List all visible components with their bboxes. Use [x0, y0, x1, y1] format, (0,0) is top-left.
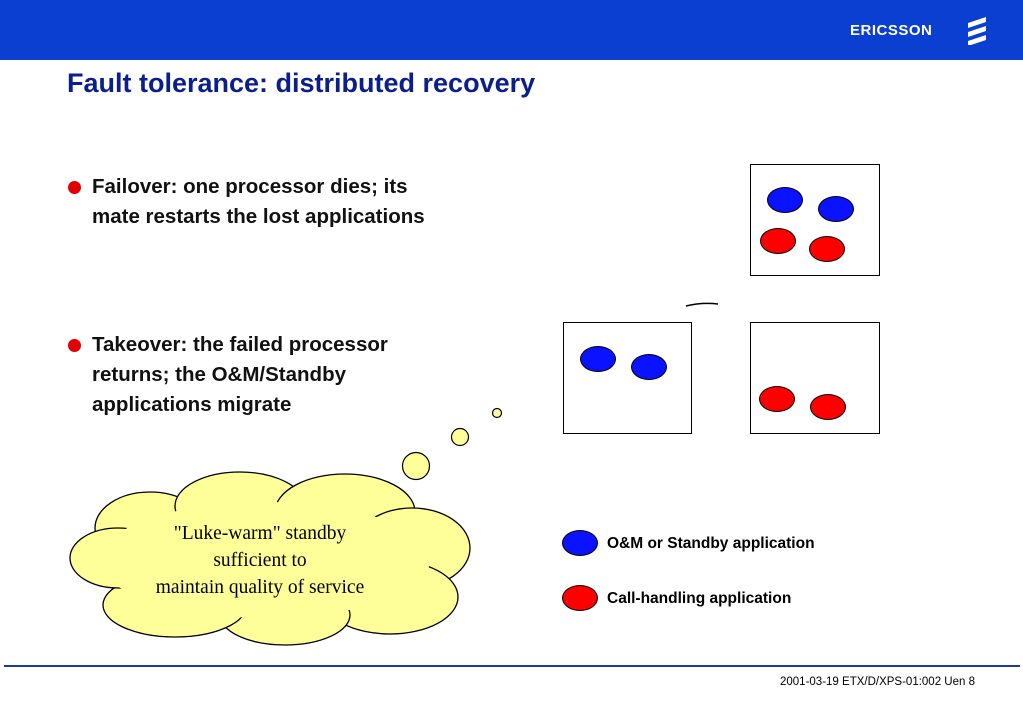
cloud-caption-line: maintain quality of service	[155, 577, 365, 598]
cloud-caption-line: sufficient to	[213, 550, 307, 571]
thought-bubble-small	[491, 407, 503, 419]
bullet-line: Failover: one processor dies; its	[92, 175, 408, 198]
legend-swatch-om-standby	[562, 530, 598, 556]
ericsson-logo-icon	[968, 17, 986, 45]
legend-swatch-call-handling	[562, 585, 598, 611]
call-handling-app-marker	[760, 228, 796, 254]
om-standby-app-marker	[818, 196, 854, 222]
bullet-line: returns; the O&M/Standby	[92, 363, 346, 386]
legend-label-om-standby: O&M or Standby application	[607, 535, 815, 552]
call-handling-app-marker	[809, 236, 845, 262]
bullet-line: Takeover: the failed processor	[92, 333, 388, 356]
thought-bubble-large	[401, 451, 431, 481]
om-standby-app-marker	[580, 346, 616, 372]
cloud-caption: "Luke-warm" standby sufficient to mainta…	[110, 520, 410, 601]
bullet-takeover: Takeover: the failed processor returns; …	[68, 330, 388, 420]
transition-arc	[685, 302, 719, 307]
bullet-line: applications migrate	[92, 393, 292, 416]
bullet-dot	[68, 181, 81, 194]
call-handling-app-marker	[810, 394, 846, 420]
cloud-caption-line: "Luke-warm" standby	[173, 523, 347, 544]
bullet-failover: Failover: one processor dies; its mate r…	[68, 172, 425, 232]
bullet-dot	[68, 339, 81, 352]
processor-box-right	[750, 322, 880, 434]
thought-bubble-medium	[450, 427, 470, 447]
slide-title: Fault tolerance: distributed recovery	[67, 68, 536, 98]
header-bar	[0, 0, 1023, 60]
legend-label-call-handling: Call-handling application	[607, 590, 792, 607]
bullet-line: mate restarts the lost applications	[92, 205, 425, 228]
footer-doc-info: 2001-03-19 ETX/D/XPS-01:002 Uen 8	[780, 676, 975, 688]
call-handling-app-marker	[759, 386, 795, 412]
om-standby-app-marker	[631, 354, 667, 380]
brand-logo-text: ERICSSON	[850, 22, 933, 39]
processor-box-top	[750, 164, 880, 276]
processor-box-left	[563, 322, 692, 434]
footer-divider	[4, 665, 1020, 667]
om-standby-app-marker	[767, 187, 803, 213]
